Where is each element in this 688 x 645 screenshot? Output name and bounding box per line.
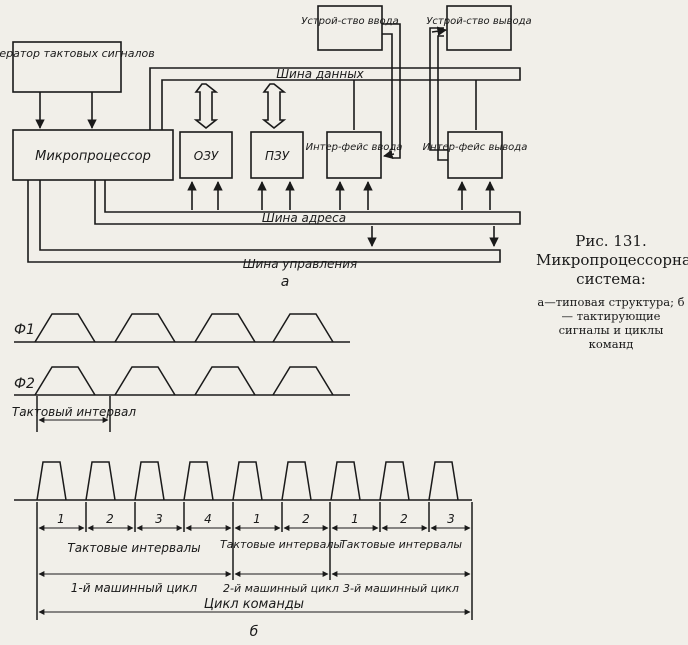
input-device-label: Устрой-ство ввода [301, 16, 398, 27]
interval-number-6: 2 [302, 512, 310, 526]
clock-intervals-label-2: Тактовые интервалы [220, 538, 342, 551]
microprocessor-label: Микропроцессор [35, 149, 151, 164]
rom-label: ПЗУ [265, 149, 290, 163]
data-bus-taps [193, 83, 287, 130]
timing-labels: Ф1 Ф2 Тактовый интервал 1 2 3 4 1 2 1 2 … [12, 322, 462, 640]
output-device-box [446, 5, 512, 51]
figure-caption: Рис. 131. Микропроцессорная система: а—т… [536, 232, 688, 351]
part-b-label: б [250, 624, 259, 640]
ram-label: ОЗУ [194, 149, 219, 163]
clock-generator-label: Генератор тактовых сигналов [0, 47, 155, 60]
control-taps [367, 226, 499, 247]
block-diagram [12, 5, 521, 263]
data-tap-rom [261, 83, 287, 130]
interval-number-5: 1 [253, 512, 261, 526]
interval-number-2: 2 [106, 512, 114, 526]
clock-intervals-label-3: Тактовые интервалы [340, 538, 462, 551]
data-tap-ram [193, 83, 219, 130]
interval-boundaries [36, 502, 473, 620]
output-interface-box [447, 131, 503, 179]
caption-title: Рис. 131. Микропроцессорная система: [536, 232, 688, 288]
output-interface-label: Интер-фейс вывода [423, 142, 528, 153]
timing-diagram [14, 313, 473, 620]
interval-arrows [38, 417, 471, 615]
machine-cycle-label-3: 3-й машинный цикл [343, 582, 459, 595]
microprocessor-box [12, 129, 174, 181]
interval-number-4: 4 [204, 512, 212, 526]
phi2-label: Ф2 [14, 376, 35, 392]
output-path [429, 27, 448, 151]
part-a-label: а [281, 274, 290, 290]
machine-cycle-label-2: 2-й машинный цикл [223, 582, 339, 595]
control-bus [27, 180, 501, 263]
output-arrow [431, 26, 447, 36]
command-cycle-label: Цикл команды [204, 597, 304, 612]
phi1-waveform [34, 313, 334, 343]
clock-waveform [36, 461, 459, 501]
output-path-inner [437, 35, 448, 161]
input-arrow [383, 149, 395, 160]
address-taps [187, 181, 495, 210]
clock-intervals-label-1: Тактовые интервалы [67, 541, 200, 555]
data-bus [149, 67, 521, 130]
block-diagram-labels: Генератор тактовых сигналов Микропроцесс… [0, 16, 532, 290]
input-path-inner [382, 33, 393, 150]
input-interface-label: Интер-фейс ввода [306, 142, 403, 153]
interval-number-9: 3 [447, 512, 455, 526]
control-bus-label: Шина управления [243, 257, 358, 271]
address-bus-label: Шина адреса [262, 211, 346, 225]
phi1-label: Ф1 [14, 322, 35, 338]
interval-number-7: 1 [351, 512, 359, 526]
data-bus-label: Шина данных [276, 67, 364, 81]
rom-box [250, 131, 304, 179]
input-device-box [317, 5, 383, 51]
interval-number-8: 2 [400, 512, 408, 526]
caption-description: а—типовая структура; б — тактирующие сиг… [537, 295, 685, 351]
input-path [382, 23, 401, 159]
interval-number-1: 1 [57, 512, 65, 526]
clock-interval-label: Тактовый интервал [12, 405, 136, 419]
output-device-label: Устрой-ство вывода [426, 16, 531, 27]
machine-cycle-label-1: 1-й машинный цикл [71, 581, 198, 595]
phi2-waveform [34, 366, 334, 396]
address-bus [94, 180, 521, 225]
clock-generator-box [12, 41, 122, 93]
input-interface-box [326, 131, 382, 179]
ram-box [179, 131, 233, 179]
interval-number-3: 3 [155, 512, 163, 526]
